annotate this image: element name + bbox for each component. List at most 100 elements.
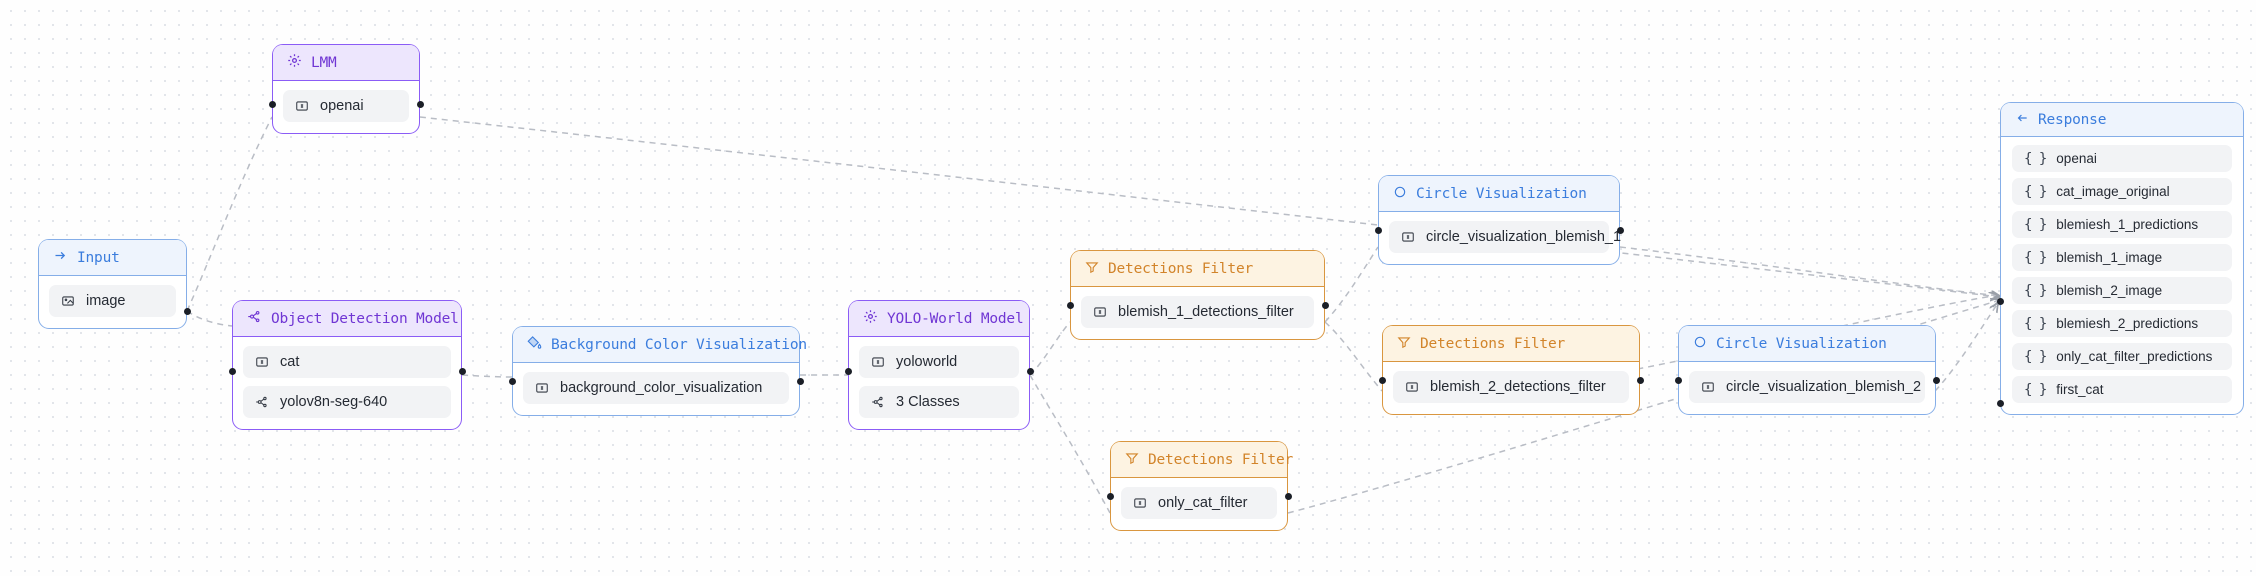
- node-background-color-title: Background Color Visualization: [551, 336, 807, 353]
- handle-circle-1-out[interactable]: [1616, 227, 1624, 234]
- response-item-label: only_cat_filter_predictions: [2056, 349, 2213, 364]
- node-detections-filter-only-cat-header: Detections Filter: [1111, 442, 1293, 478]
- response-item-label: blemish_2_image: [2056, 283, 2163, 298]
- handle-lmm-out[interactable]: [416, 101, 424, 108]
- string-icon: [255, 355, 269, 369]
- handle-object-detection-in[interactable]: [228, 368, 236, 375]
- chip-label: circle_visualization_blemish_2: [1726, 379, 1922, 395]
- node-detections-filter-1-title: Detections Filter: [1108, 260, 1254, 277]
- arrow-left-icon: [2015, 111, 2029, 129]
- node-detections-filter-2-header: Detections Filter: [1383, 326, 1639, 362]
- string-icon: [1093, 305, 1107, 319]
- response-title: Response: [2038, 111, 2107, 128]
- string-icon: [1701, 380, 1715, 394]
- string-icon: [871, 355, 885, 369]
- image-icon: [61, 294, 75, 308]
- response-panel[interactable]: Response { } openai { } cat_image_origin…: [1996, 102, 2244, 415]
- response-item[interactable]: { } blemish_1_image: [2012, 244, 2232, 271]
- chip-label: blemish_2_detections_filter: [1430, 379, 1606, 395]
- response-item[interactable]: { } openai: [2012, 145, 2232, 172]
- chip-blemish-1-detections-filter[interactable]: blemish_1_detections_filter: [1081, 296, 1314, 328]
- handle-filter-cat-out[interactable]: [1284, 493, 1292, 500]
- chip-label: yolov8n-seg-640: [280, 394, 388, 410]
- response-item-label: openai: [2056, 151, 2097, 166]
- chip-label: 3 Classes: [896, 394, 960, 410]
- response-item[interactable]: { } first_cat: [2012, 376, 2232, 403]
- response-item[interactable]: { } only_cat_filter_predictions: [2012, 343, 2232, 370]
- handle-yolo-world-out[interactable]: [1026, 368, 1034, 375]
- chip-yolov8n-seg-640[interactable]: yolov8n-seg-640: [243, 386, 451, 418]
- handle-background-color-in[interactable]: [508, 378, 516, 385]
- node-circle-visualization-2[interactable]: Circle Visualization circle_visualizatio…: [1674, 325, 1940, 415]
- chip-label: image: [86, 293, 126, 309]
- handle-response-in-secondary[interactable]: [1996, 400, 2004, 407]
- handle-filter-1-in[interactable]: [1066, 302, 1074, 309]
- handle-response-in[interactable]: [1996, 298, 2004, 305]
- node-detections-filter-only-cat[interactable]: Detections Filter only_cat_filter: [1106, 441, 1293, 531]
- chip-openai[interactable]: openai: [283, 90, 409, 122]
- chip-3-classes[interactable]: 3 Classes: [859, 386, 1019, 418]
- response-item-label: blemish_1_image: [2056, 250, 2163, 265]
- gear-icon: [863, 309, 878, 328]
- response-item[interactable]: { } cat_image_original: [2012, 178, 2232, 205]
- chip-background-color-visualization[interactable]: background_color_visualization: [523, 372, 789, 404]
- response-item[interactable]: { } blemish_2_image: [2012, 277, 2232, 304]
- response-item[interactable]: { } blemiesh_2_predictions: [2012, 310, 2232, 337]
- chip-blemish-2-detections-filter[interactable]: blemish_2_detections_filter: [1393, 371, 1629, 403]
- node-background-color-visualization[interactable]: Background Color Visualization backgroun…: [508, 326, 807, 416]
- node-circle-visualization-2-header: Circle Visualization: [1679, 326, 1935, 362]
- response-item-label: blemiesh_1_predictions: [2056, 217, 2199, 232]
- node-circle-visualization-1[interactable]: Circle Visualization circle_visualizatio…: [1374, 175, 1624, 265]
- paint-icon: [527, 335, 542, 354]
- handle-object-detection-out[interactable]: [458, 368, 466, 375]
- chip-label: yoloworld: [896, 354, 958, 370]
- handle-circle-2-in[interactable]: [1674, 377, 1682, 384]
- string-icon: [535, 381, 549, 395]
- handle-circle-2-out[interactable]: [1932, 377, 1940, 384]
- handle-yolo-world-in[interactable]: [844, 368, 852, 375]
- chip-only-cat-filter[interactable]: only_cat_filter: [1121, 487, 1277, 519]
- string-icon: [295, 99, 309, 113]
- handle-circle-1-in[interactable]: [1374, 227, 1382, 234]
- node-yolo-world-model[interactable]: YOLO-World Model yoloworld 3 Class: [844, 300, 1034, 430]
- node-input[interactable]: Input image: [38, 239, 191, 329]
- chip-label: openai: [320, 98, 364, 114]
- arrow-right-icon: [53, 248, 68, 267]
- handle-filter-2-in[interactable]: [1378, 377, 1386, 384]
- node-input-header: Input: [39, 240, 186, 276]
- node-lmm-header: LMM: [273, 45, 419, 81]
- model-icon: [247, 309, 262, 328]
- node-detections-filter-2[interactable]: Detections Filter blemish_2_detections_f…: [1378, 325, 1644, 415]
- node-detections-filter-only-cat-body: only_cat_filter: [1111, 478, 1287, 530]
- node-detections-filter-2-title: Detections Filter: [1420, 335, 1566, 352]
- node-lmm[interactable]: LMM openai: [268, 44, 424, 134]
- handle-lmm-in[interactable]: [268, 101, 276, 108]
- chip-yoloworld[interactable]: yoloworld: [859, 346, 1019, 378]
- response-item[interactable]: { } blemiesh_1_predictions: [2012, 211, 2232, 238]
- node-lmm-body: openai: [273, 81, 419, 133]
- handle-filter-1-out[interactable]: [1321, 302, 1329, 309]
- node-input-title: Input: [77, 249, 120, 266]
- node-detections-filter-1-header: Detections Filter: [1071, 251, 1324, 287]
- handle-filter-cat-in[interactable]: [1106, 493, 1114, 500]
- node-object-detection-model[interactable]: Object Detection Model cat yolov8n: [228, 300, 466, 430]
- handle-filter-2-out[interactable]: [1636, 377, 1644, 384]
- chip-circle-visualization-blemish-2[interactable]: circle_visualization_blemish_2: [1689, 371, 1925, 403]
- node-input-body: image: [39, 276, 186, 328]
- chip-circle-visualization-blemish-1[interactable]: circle_visualization_blemish_1: [1389, 221, 1621, 253]
- braces-icon: { }: [2024, 315, 2047, 332]
- node-detections-filter-only-cat-title: Detections Filter: [1148, 451, 1294, 468]
- node-detections-filter-1-body: blemish_1_detections_filter: [1071, 287, 1324, 339]
- braces-icon: { }: [2024, 249, 2047, 266]
- chip-image[interactable]: image: [49, 285, 176, 317]
- funnel-icon: [1085, 260, 1099, 278]
- string-icon: [1133, 496, 1147, 510]
- handle-input-out[interactable]: [183, 308, 191, 315]
- braces-icon: { }: [2024, 150, 2047, 167]
- handle-background-color-out[interactable]: [796, 378, 804, 385]
- chip-cat[interactable]: cat: [243, 346, 451, 378]
- braces-icon: { }: [2024, 282, 2047, 299]
- node-detections-filter-1[interactable]: Detections Filter blemish_1_detections_f…: [1066, 250, 1329, 340]
- node-circle-visualization-2-body: circle_visualization_blemish_2: [1679, 362, 1935, 414]
